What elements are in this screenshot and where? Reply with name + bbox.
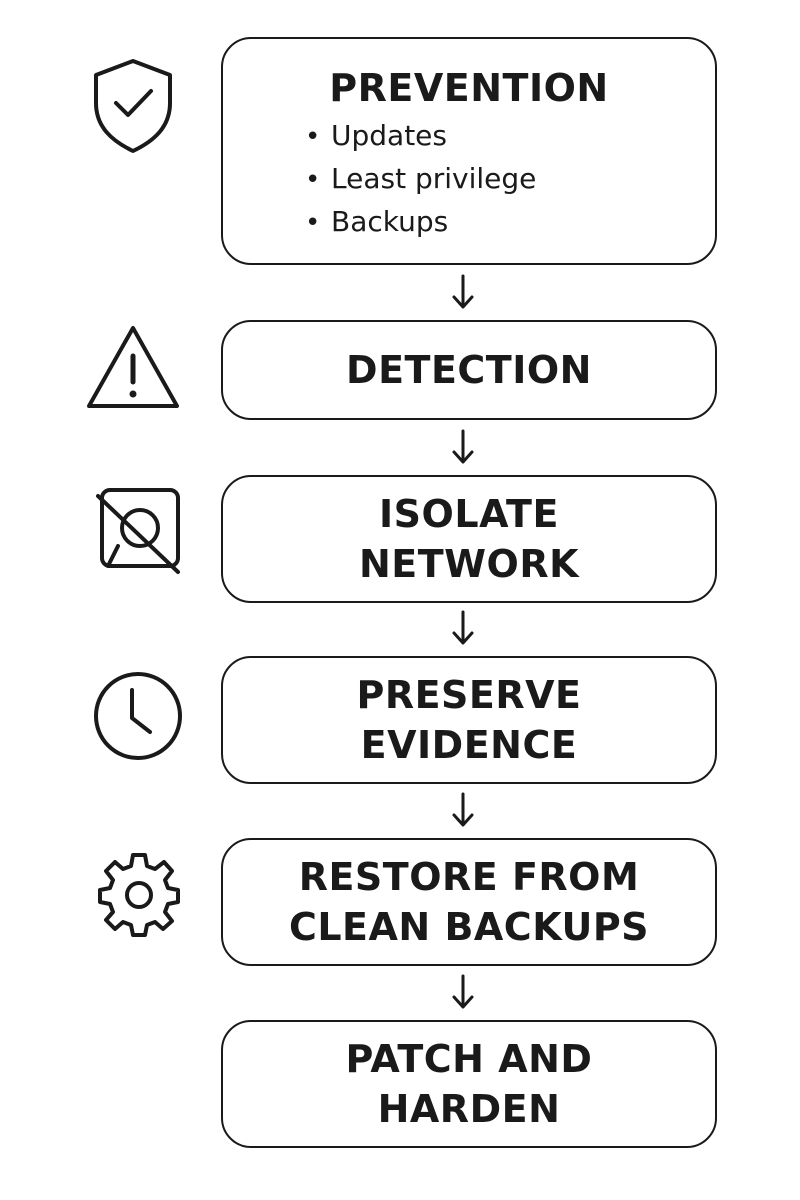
step-preserve-evidence: PRESERVE EVIDENCE	[221, 656, 717, 784]
gear-icon	[96, 852, 182, 938]
down-arrow-icon	[447, 790, 479, 830]
down-arrow-icon	[447, 272, 479, 312]
step-title: PATCH AND HARDEN	[345, 1037, 593, 1131]
list-item: Least privilege	[305, 158, 536, 201]
step-patch-harden: PATCH AND HARDEN	[221, 1020, 717, 1148]
down-arrow-icon	[447, 972, 479, 1012]
step-title: PRESERVE EVIDENCE	[356, 673, 582, 767]
down-arrow-icon	[447, 427, 479, 467]
list-item: Backups	[305, 201, 536, 244]
prevention-list: Updates Least privilege Backups	[305, 115, 536, 244]
list-item: Updates	[305, 115, 536, 158]
step-title: RESTORE FROM CLEAN BACKUPS	[288, 855, 650, 949]
warning-triangle-icon	[84, 322, 182, 412]
clock-icon	[92, 670, 184, 762]
no-network-icon	[94, 486, 182, 578]
step-title: PREVENTION	[329, 66, 609, 110]
step-restore: RESTORE FROM CLEAN BACKUPS	[221, 838, 717, 966]
step-isolate-network: ISOLATE NETWORK	[221, 475, 717, 603]
shield-check-icon	[88, 55, 178, 155]
step-title: ISOLATE NETWORK	[358, 492, 580, 586]
step-detection: DETECTION	[221, 320, 717, 420]
step-prevention: PREVENTION Updates Least privilege Backu…	[221, 37, 717, 265]
step-title: DETECTION	[346, 348, 592, 392]
down-arrow-icon	[447, 608, 479, 648]
